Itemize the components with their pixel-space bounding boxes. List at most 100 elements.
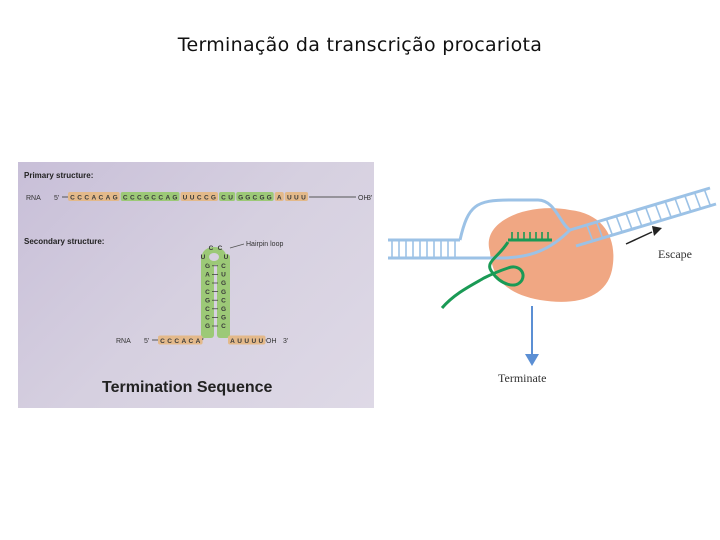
stem-left-base: G bbox=[205, 297, 210, 304]
primary-base: G bbox=[245, 195, 250, 202]
terminate-arrow-head bbox=[525, 354, 539, 366]
dna-rung bbox=[636, 210, 642, 226]
secondary-3-base: U bbox=[237, 338, 242, 345]
primary-base: G bbox=[113, 195, 118, 202]
dna-rung bbox=[685, 196, 691, 212]
primary-base: U bbox=[228, 195, 233, 202]
primary-base: U bbox=[287, 195, 292, 202]
escape-arrow-head bbox=[652, 226, 662, 236]
dna-rung bbox=[665, 201, 671, 217]
primary-base: G bbox=[144, 195, 149, 202]
termination-sequence-svg: Primary structure: Secondary structure: … bbox=[18, 162, 374, 408]
termination-sequence-caption: Termination Sequence bbox=[102, 379, 273, 396]
slide-title: Terminação da transcrição procariota bbox=[0, 34, 720, 56]
secondary-3-base: U bbox=[244, 338, 249, 345]
primary-base: C bbox=[221, 195, 226, 202]
primary-3prime: 3' bbox=[367, 195, 372, 202]
stem-right-base: G bbox=[221, 289, 226, 296]
secondary-5-base: A bbox=[196, 338, 201, 345]
primary-base: U bbox=[190, 195, 195, 202]
stem-left-bases: GACCGCCG bbox=[205, 263, 210, 330]
primary-structure-label: Primary structure: bbox=[24, 171, 93, 180]
loop-base: U bbox=[224, 254, 229, 261]
termination-outcome-svg: Escape Terminate bbox=[380, 180, 720, 400]
secondary-5-base: C bbox=[167, 338, 172, 345]
rna-hybrid-teeth bbox=[512, 232, 548, 240]
stem-left-base: G bbox=[205, 323, 210, 330]
secondary-3-base: U bbox=[259, 338, 264, 345]
stem-right-base: C bbox=[221, 323, 226, 330]
dna-rung bbox=[626, 213, 632, 229]
primary-base: C bbox=[123, 195, 128, 202]
terminate-label: Terminate bbox=[498, 371, 546, 385]
hairpin-loop-hole bbox=[209, 253, 219, 261]
secondary-5-base: C bbox=[174, 338, 179, 345]
primary-base: G bbox=[267, 195, 272, 202]
loop-base: U bbox=[201, 254, 206, 261]
primary-base: A bbox=[91, 195, 96, 202]
secondary-oh-label: OH bbox=[266, 338, 277, 345]
termination-sequence-figure: Primary structure: Secondary structure: … bbox=[18, 162, 374, 408]
stem-left-base: C bbox=[205, 289, 210, 296]
secondary-3prime: 3' bbox=[283, 338, 288, 345]
stem-left-base: A bbox=[205, 272, 210, 279]
hairpin-loop-label: Hairpin loop bbox=[246, 241, 283, 248]
primary-base: A bbox=[165, 195, 170, 202]
primary-base: C bbox=[197, 195, 202, 202]
primary-base: C bbox=[158, 195, 163, 202]
secondary-5-sequence: CCCACA bbox=[152, 336, 203, 346]
stem-left-base: C bbox=[205, 306, 210, 313]
stem-right-base: G bbox=[221, 315, 226, 322]
escape-arrow-shaft bbox=[626, 232, 652, 244]
primary-base: C bbox=[151, 195, 156, 202]
primary-base: C bbox=[137, 195, 142, 202]
secondary-3-base: A bbox=[230, 338, 235, 345]
primary-base: G bbox=[172, 195, 177, 202]
primary-base: C bbox=[253, 195, 258, 202]
primary-base: A bbox=[277, 195, 282, 202]
primary-base: U bbox=[183, 195, 188, 202]
stem-right-base: C bbox=[221, 263, 226, 270]
secondary-3-base: U bbox=[251, 338, 256, 345]
escape-label: Escape bbox=[658, 247, 692, 261]
dna-rung bbox=[695, 193, 701, 209]
stem-right-base: G bbox=[221, 306, 226, 313]
secondary-5prime: 5' bbox=[144, 338, 149, 345]
primary-base: G bbox=[238, 195, 243, 202]
stem-right-base: C bbox=[221, 297, 226, 304]
primary-rna-label: RNA bbox=[26, 195, 41, 202]
primary-base: G bbox=[211, 195, 216, 202]
primary-base: U bbox=[294, 195, 299, 202]
stem-right-base: U bbox=[221, 272, 226, 279]
primary-base: A bbox=[106, 195, 111, 202]
primary-base: C bbox=[70, 195, 75, 202]
dna-rung bbox=[704, 190, 710, 206]
secondary-rna-label: RNA bbox=[116, 338, 131, 345]
primary-base: G bbox=[259, 195, 264, 202]
primary-base: C bbox=[84, 195, 89, 202]
secondary-5-base: C bbox=[189, 338, 194, 345]
dna-rung bbox=[675, 199, 681, 215]
primary-base: C bbox=[204, 195, 209, 202]
stem-left-base: C bbox=[205, 280, 210, 287]
dna-rung bbox=[646, 207, 652, 223]
primary-5prime: 5' bbox=[54, 195, 59, 202]
primary-base: C bbox=[130, 195, 135, 202]
secondary-5-base: A bbox=[181, 338, 186, 345]
secondary-structure-label: Secondary structure: bbox=[24, 237, 104, 246]
stem-left-base: C bbox=[205, 315, 210, 322]
primary-base: C bbox=[99, 195, 104, 202]
stem-right-base: G bbox=[221, 280, 226, 287]
termination-outcome-diagram: Escape Terminate bbox=[380, 180, 720, 400]
loop-base: C bbox=[218, 245, 223, 252]
primary-base: C bbox=[77, 195, 82, 202]
stem-right-bases: CUGGCGGC bbox=[221, 263, 226, 330]
primary-base: U bbox=[301, 195, 306, 202]
dna-rung bbox=[616, 216, 622, 232]
dna-rung bbox=[655, 204, 661, 220]
secondary-5-base: C bbox=[160, 338, 165, 345]
loop-base: C bbox=[209, 245, 214, 252]
dna-left-rungs bbox=[392, 241, 455, 257]
